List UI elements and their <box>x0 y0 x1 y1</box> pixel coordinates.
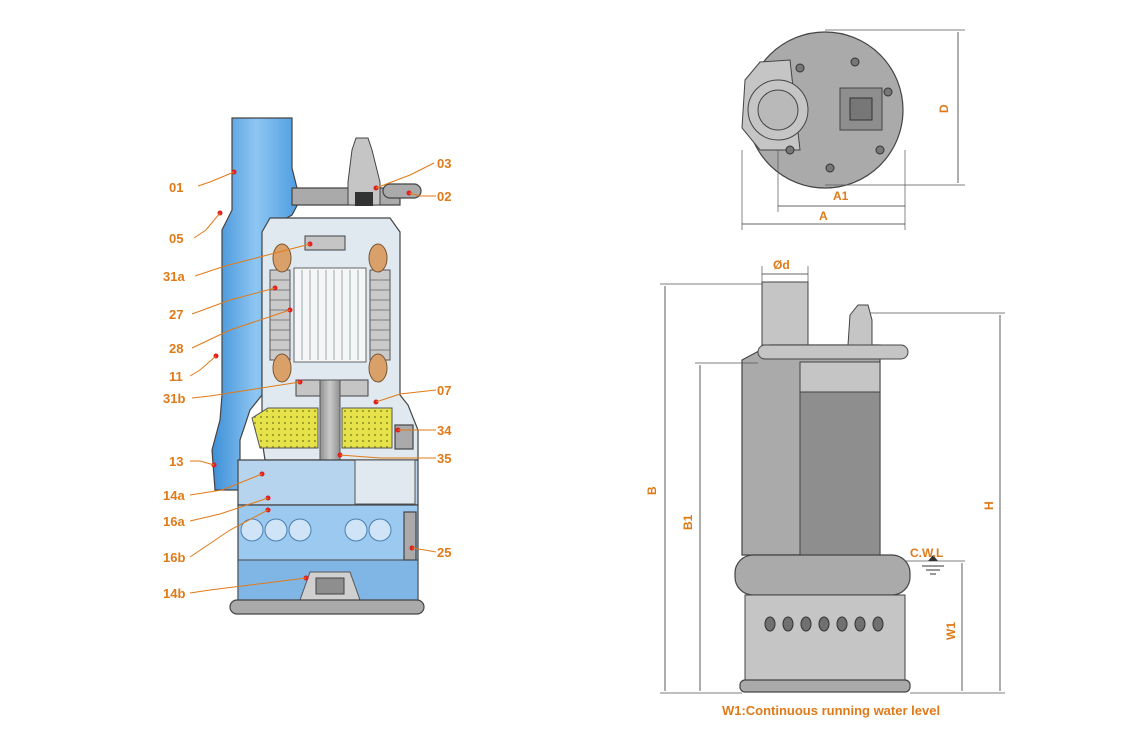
side-ring <box>734 554 911 596</box>
base-ring <box>229 599 425 615</box>
coil-end <box>272 353 292 383</box>
dim-H: H <box>982 501 996 510</box>
label-35: 35 <box>437 451 451 466</box>
caption: W1:Continuous running water level <box>0 703 1136 718</box>
side-view: Ød B B1 H C.W.L W1 <box>645 258 1005 694</box>
impeller-nut <box>315 577 345 595</box>
label-07: 07 <box>437 383 451 398</box>
side-outlet <box>761 281 809 346</box>
dim-B: B <box>645 486 659 495</box>
side-body-shade <box>799 379 881 556</box>
rotor <box>293 267 367 363</box>
cable-inlet <box>347 137 381 206</box>
dim-A: A <box>819 209 828 223</box>
side-base <box>739 679 911 693</box>
coil-end <box>272 243 292 273</box>
casing-chamber <box>354 459 416 505</box>
dim-d: Ød <box>773 258 790 272</box>
dim-A1: A1 <box>833 189 849 203</box>
bolt-25 <box>403 511 417 561</box>
label-14b: 14b <box>163 586 185 601</box>
label-16a: 16a <box>163 514 185 529</box>
dim-B1: B1 <box>681 514 695 530</box>
label-27: 27 <box>169 307 183 322</box>
label-31b: 31b <box>163 391 185 406</box>
label-34: 34 <box>437 423 452 438</box>
top-view: D A1 A <box>741 29 965 230</box>
sectional-view: 01 05 31a 27 28 11 31b 13 14a 16a 16b 14… <box>163 117 452 615</box>
label-14a: 14a <box>163 488 185 503</box>
label-11: 11 <box>169 369 183 384</box>
cable-pipe <box>382 183 422 199</box>
label-25: 25 <box>437 545 451 560</box>
dim-W1: W1 <box>944 622 958 640</box>
side-cable-inlet <box>847 304 873 346</box>
label-03: 03 <box>437 156 451 171</box>
dim-cwl: C.W.L <box>910 546 943 560</box>
label-16b: 16b <box>163 550 185 565</box>
stator-left <box>269 269 291 361</box>
coil-end <box>368 243 388 273</box>
label-02: 02 <box>437 189 451 204</box>
cable-gland <box>355 192 373 206</box>
label-05: 05 <box>169 231 183 246</box>
label-13: 13 <box>169 454 183 469</box>
label-31a: 31a <box>163 269 185 284</box>
label-01: 01 <box>169 180 183 195</box>
dim-D: D <box>937 104 951 113</box>
caption-text: W1:Continuous running water level <box>721 703 941 718</box>
oil-chamber-right <box>341 407 393 449</box>
upper-bearing <box>304 235 346 251</box>
stator-right <box>369 269 391 361</box>
side-strainer <box>744 594 906 686</box>
oil-chamber-left <box>251 407 319 449</box>
side-handle <box>757 344 909 360</box>
label-28: 28 <box>169 341 183 356</box>
coil-end <box>368 353 388 383</box>
cable-box <box>839 87 883 131</box>
